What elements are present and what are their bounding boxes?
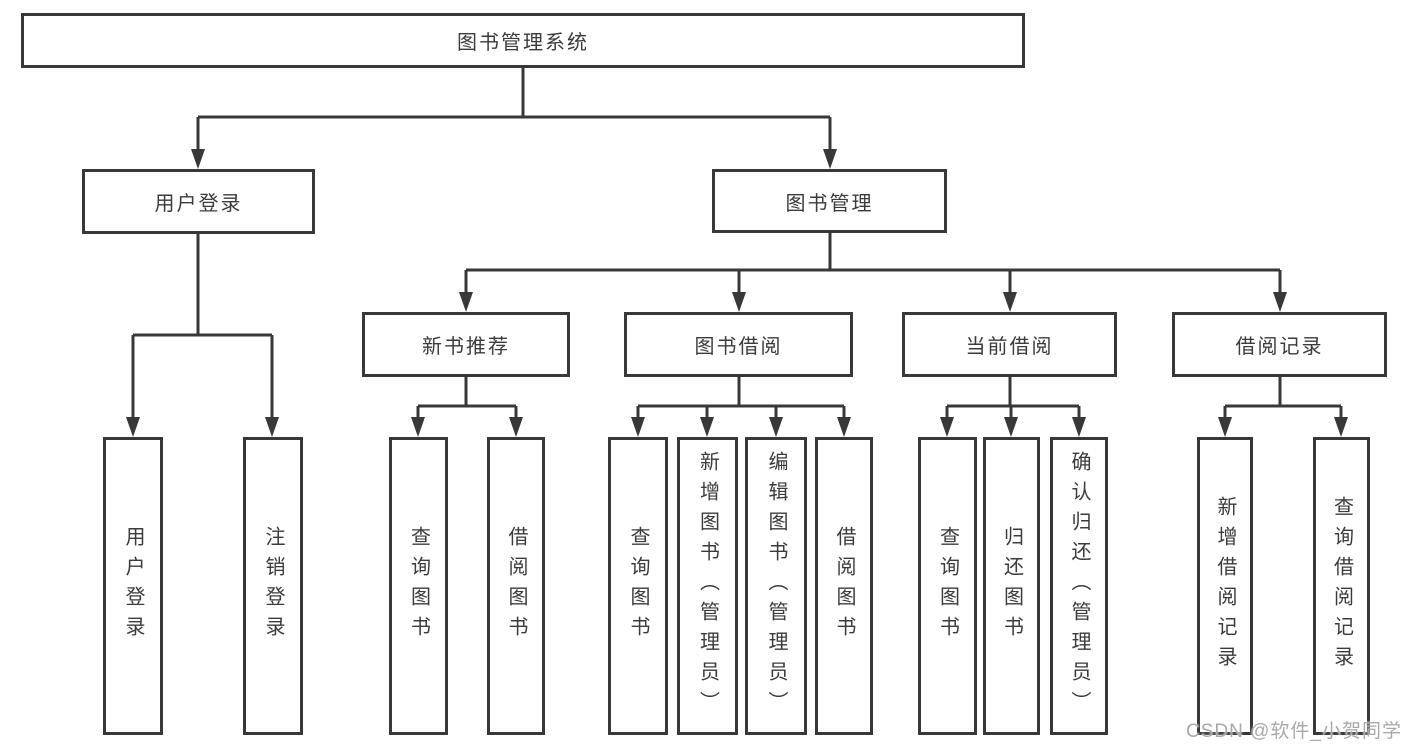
leaf-return-books-label: 归还图书 — [1000, 526, 1023, 646]
arrowheads-borrowing-children — [631, 417, 851, 437]
node-current-borrowing: 当前借阅 — [902, 312, 1117, 377]
leaf-newbook-query-books-label: 查询图书 — [407, 526, 430, 646]
node-borrowing-records: 借阅记录 — [1172, 312, 1387, 377]
leaf-edit-books-admin-label: 编辑图书（管理员） — [765, 451, 787, 721]
leaf-newbook-borrow-books-label: 借阅图书 — [505, 526, 527, 646]
leaf-logout: 注销登录 — [243, 437, 303, 735]
arrowheads-newbook-children — [411, 417, 523, 437]
leaf-newbook-borrow-books: 借阅图书 — [487, 437, 545, 735]
leaf-user-login-label: 用户登录 — [122, 526, 144, 646]
node-user-login: 用户登录 — [82, 169, 315, 234]
leaf-borrowing-borrow-books: 借阅图书 — [815, 437, 873, 735]
arrowheads-level3 — [459, 292, 1287, 312]
arrowheads-records-children — [1218, 417, 1348, 437]
node-book-borrowing: 图书借阅 — [624, 312, 853, 377]
connector-bookmgmt-level3 — [464, 233, 1282, 294]
node-root-library-system: 图书管理系统 — [21, 13, 1025, 68]
connector-current-children — [945, 377, 1081, 419]
leaf-query-borrow-record: 查询借阅记录 — [1313, 437, 1370, 735]
leaf-current-query-books-label: 查询图书 — [936, 526, 959, 646]
arrowheads-level2 — [191, 149, 837, 169]
leaf-add-borrow-record-label: 新增借阅记录 — [1214, 496, 1236, 676]
csdn-watermark: CSDN @软件_小贺同学 — [1186, 721, 1402, 742]
connector-newbook-children — [416, 377, 518, 419]
leaf-user-login: 用户登录 — [103, 437, 163, 735]
leaf-add-books-admin-label: 新增图书（管理员） — [696, 451, 719, 721]
leaf-add-books-admin: 新增图书（管理员） — [677, 437, 738, 735]
node-book-management: 图书管理 — [712, 169, 947, 233]
leaf-current-query-books: 查询图书 — [918, 437, 977, 735]
leaf-logout-label: 注销登录 — [262, 526, 284, 646]
leaf-borrowing-query-books: 查询图书 — [608, 437, 668, 735]
node-new-book-recommend: 新书推荐 — [362, 312, 570, 377]
leaf-confirm-return-admin-label: 确认归还（管理员） — [1068, 451, 1090, 721]
leaf-borrowing-borrow-books-label: 借阅图书 — [833, 526, 855, 646]
leaf-borrowing-query-books-label: 查询图书 — [627, 526, 649, 646]
leaf-return-books: 归还图书 — [983, 437, 1040, 735]
arrowheads-current-children — [940, 417, 1086, 437]
connector-root-to-level2 — [196, 68, 832, 151]
leaf-confirm-return-admin: 确认归还（管理员） — [1050, 437, 1108, 735]
leaf-edit-books-admin: 编辑图书（管理员） — [745, 437, 807, 735]
connector-borrowing-children — [636, 377, 846, 419]
leaf-newbook-query-books: 查询图书 — [389, 437, 448, 735]
leaf-add-borrow-record: 新增借阅记录 — [1197, 437, 1253, 735]
arrowheads-userlogin-children — [126, 417, 279, 437]
leaf-query-borrow-record-label: 查询借阅记录 — [1330, 496, 1353, 676]
connector-records-children — [1223, 377, 1343, 419]
connector-userlogin-children — [131, 234, 274, 419]
